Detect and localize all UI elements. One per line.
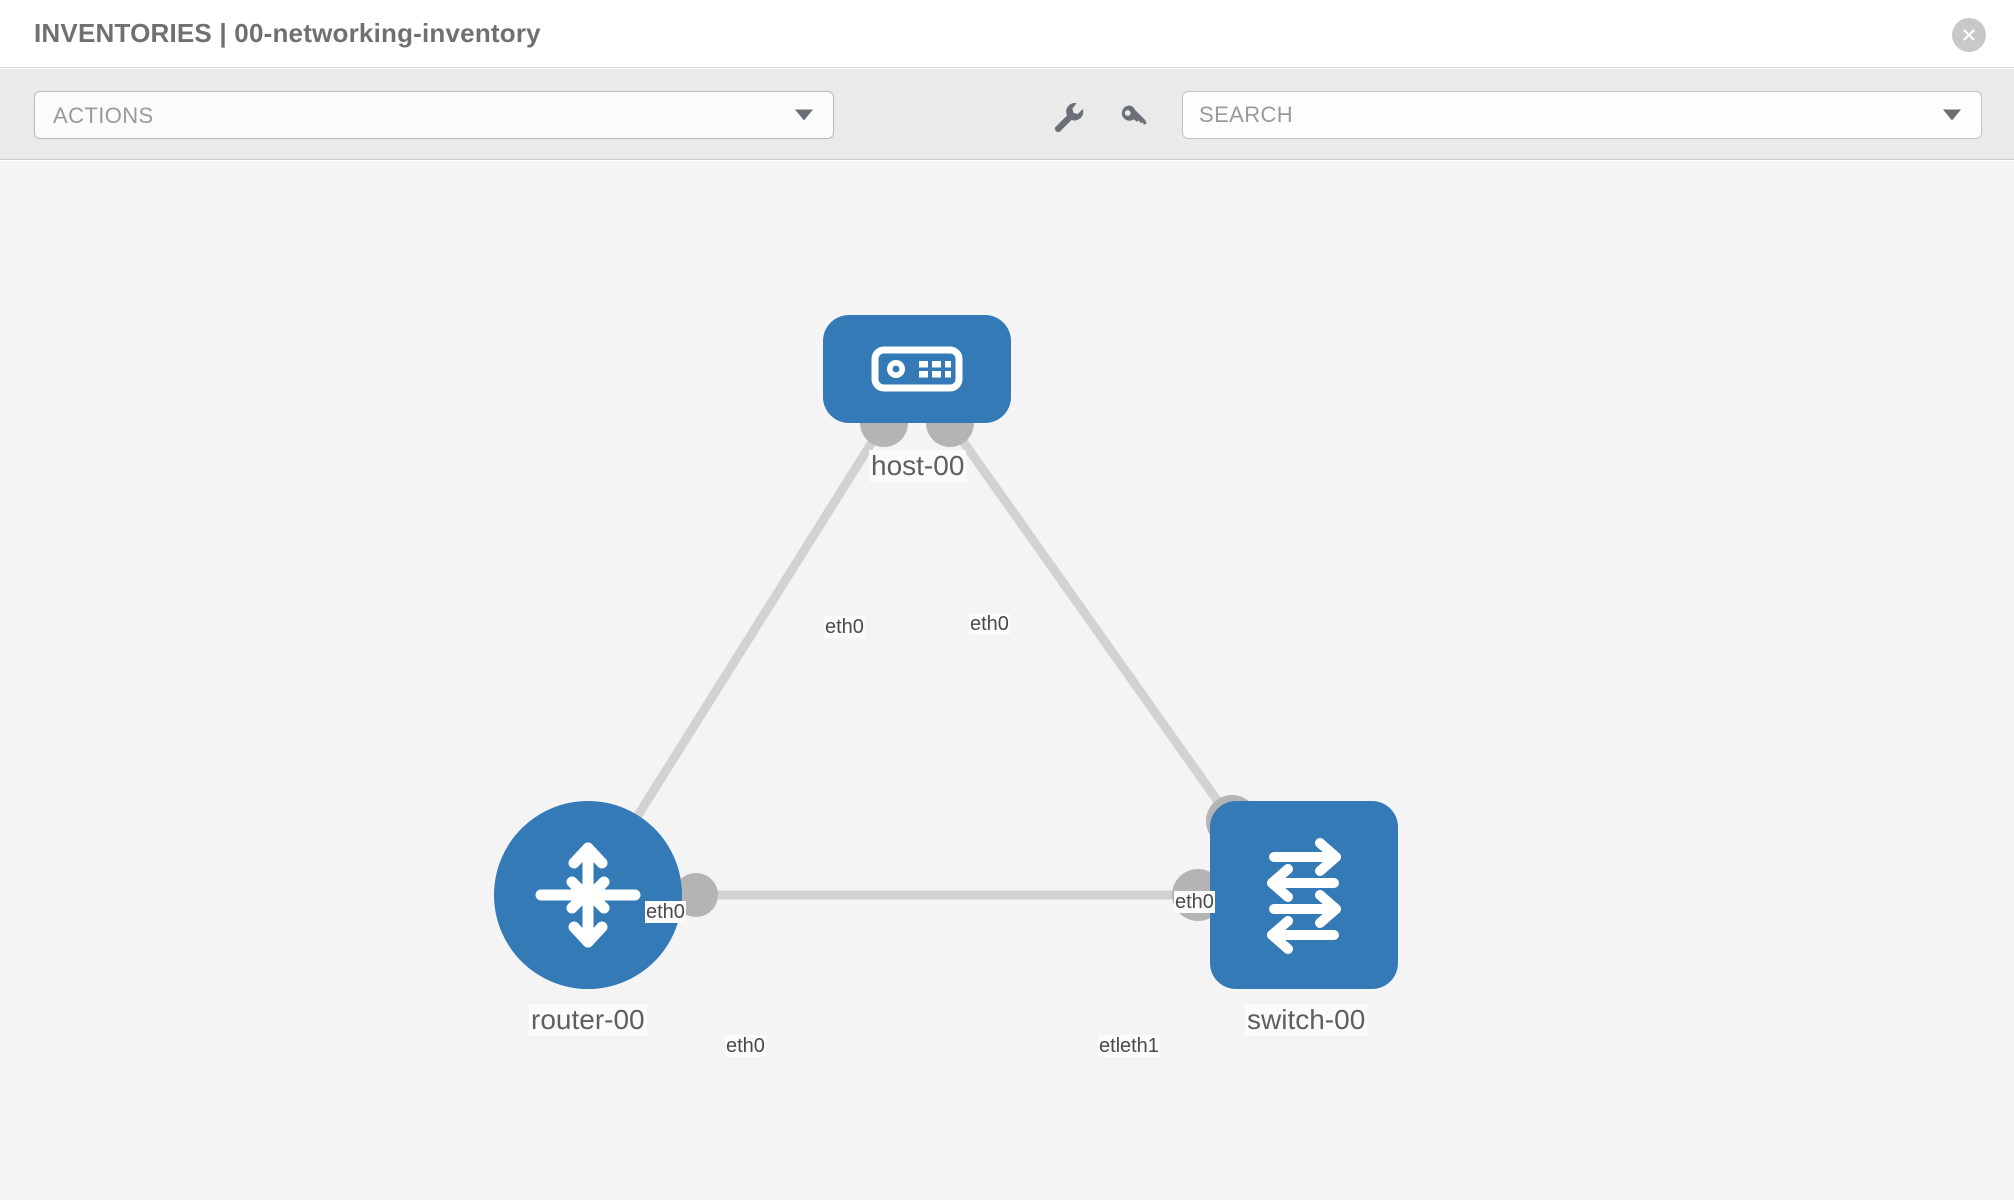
topology-graph — [584, 399, 1304, 921]
search-input[interactable] — [1199, 92, 1899, 138]
topology-node-router-00[interactable] — [494, 801, 682, 989]
key-icon[interactable] — [1114, 95, 1156, 137]
close-icon[interactable] — [1952, 18, 1986, 52]
node-label-router-00: router-00 — [529, 1004, 647, 1036]
node-label-host-00: host-00 — [869, 450, 967, 482]
interface-label-host-right: eth0 — [969, 613, 1010, 635]
link-host-switch[interactable] — [946, 420, 1250, 844]
interface-label-router-trunk: eth0 — [725, 1035, 766, 1057]
toolbar: ACTIONS — [0, 69, 2014, 160]
router-arrows-icon — [535, 842, 641, 948]
page-header: INVENTORIES | 00-networking-inventory — [0, 0, 2014, 68]
page-title: INVENTORIES | 00-networking-inventory — [34, 18, 541, 48]
chevron-down-icon — [795, 109, 813, 121]
topology-node-host-00[interactable] — [823, 315, 1011, 423]
interface-label-switch-trunk-eth1: eth1 — [1119, 1035, 1160, 1057]
server-icon — [871, 346, 963, 392]
interface-label-host-left: eth0 — [824, 616, 865, 638]
node-label-switch-00: switch-00 — [1245, 1004, 1368, 1036]
interface-label-router-uplink: eth0 — [645, 901, 686, 923]
wrench-icon[interactable] — [1046, 95, 1088, 137]
chevron-down-icon[interactable] — [1943, 109, 1961, 121]
interface-label-switch-uplink: eth0 — [1174, 891, 1215, 913]
actions-dropdown[interactable]: ACTIONS — [34, 91, 834, 139]
switch-arrows-icon — [1267, 838, 1341, 954]
actions-dropdown-label: ACTIONS — [53, 103, 154, 128]
topology-node-switch-00[interactable] — [1210, 801, 1398, 989]
search-box[interactable] — [1182, 91, 1982, 139]
topology-canvas[interactable]: host-00 router-0 — [0, 161, 2014, 1200]
